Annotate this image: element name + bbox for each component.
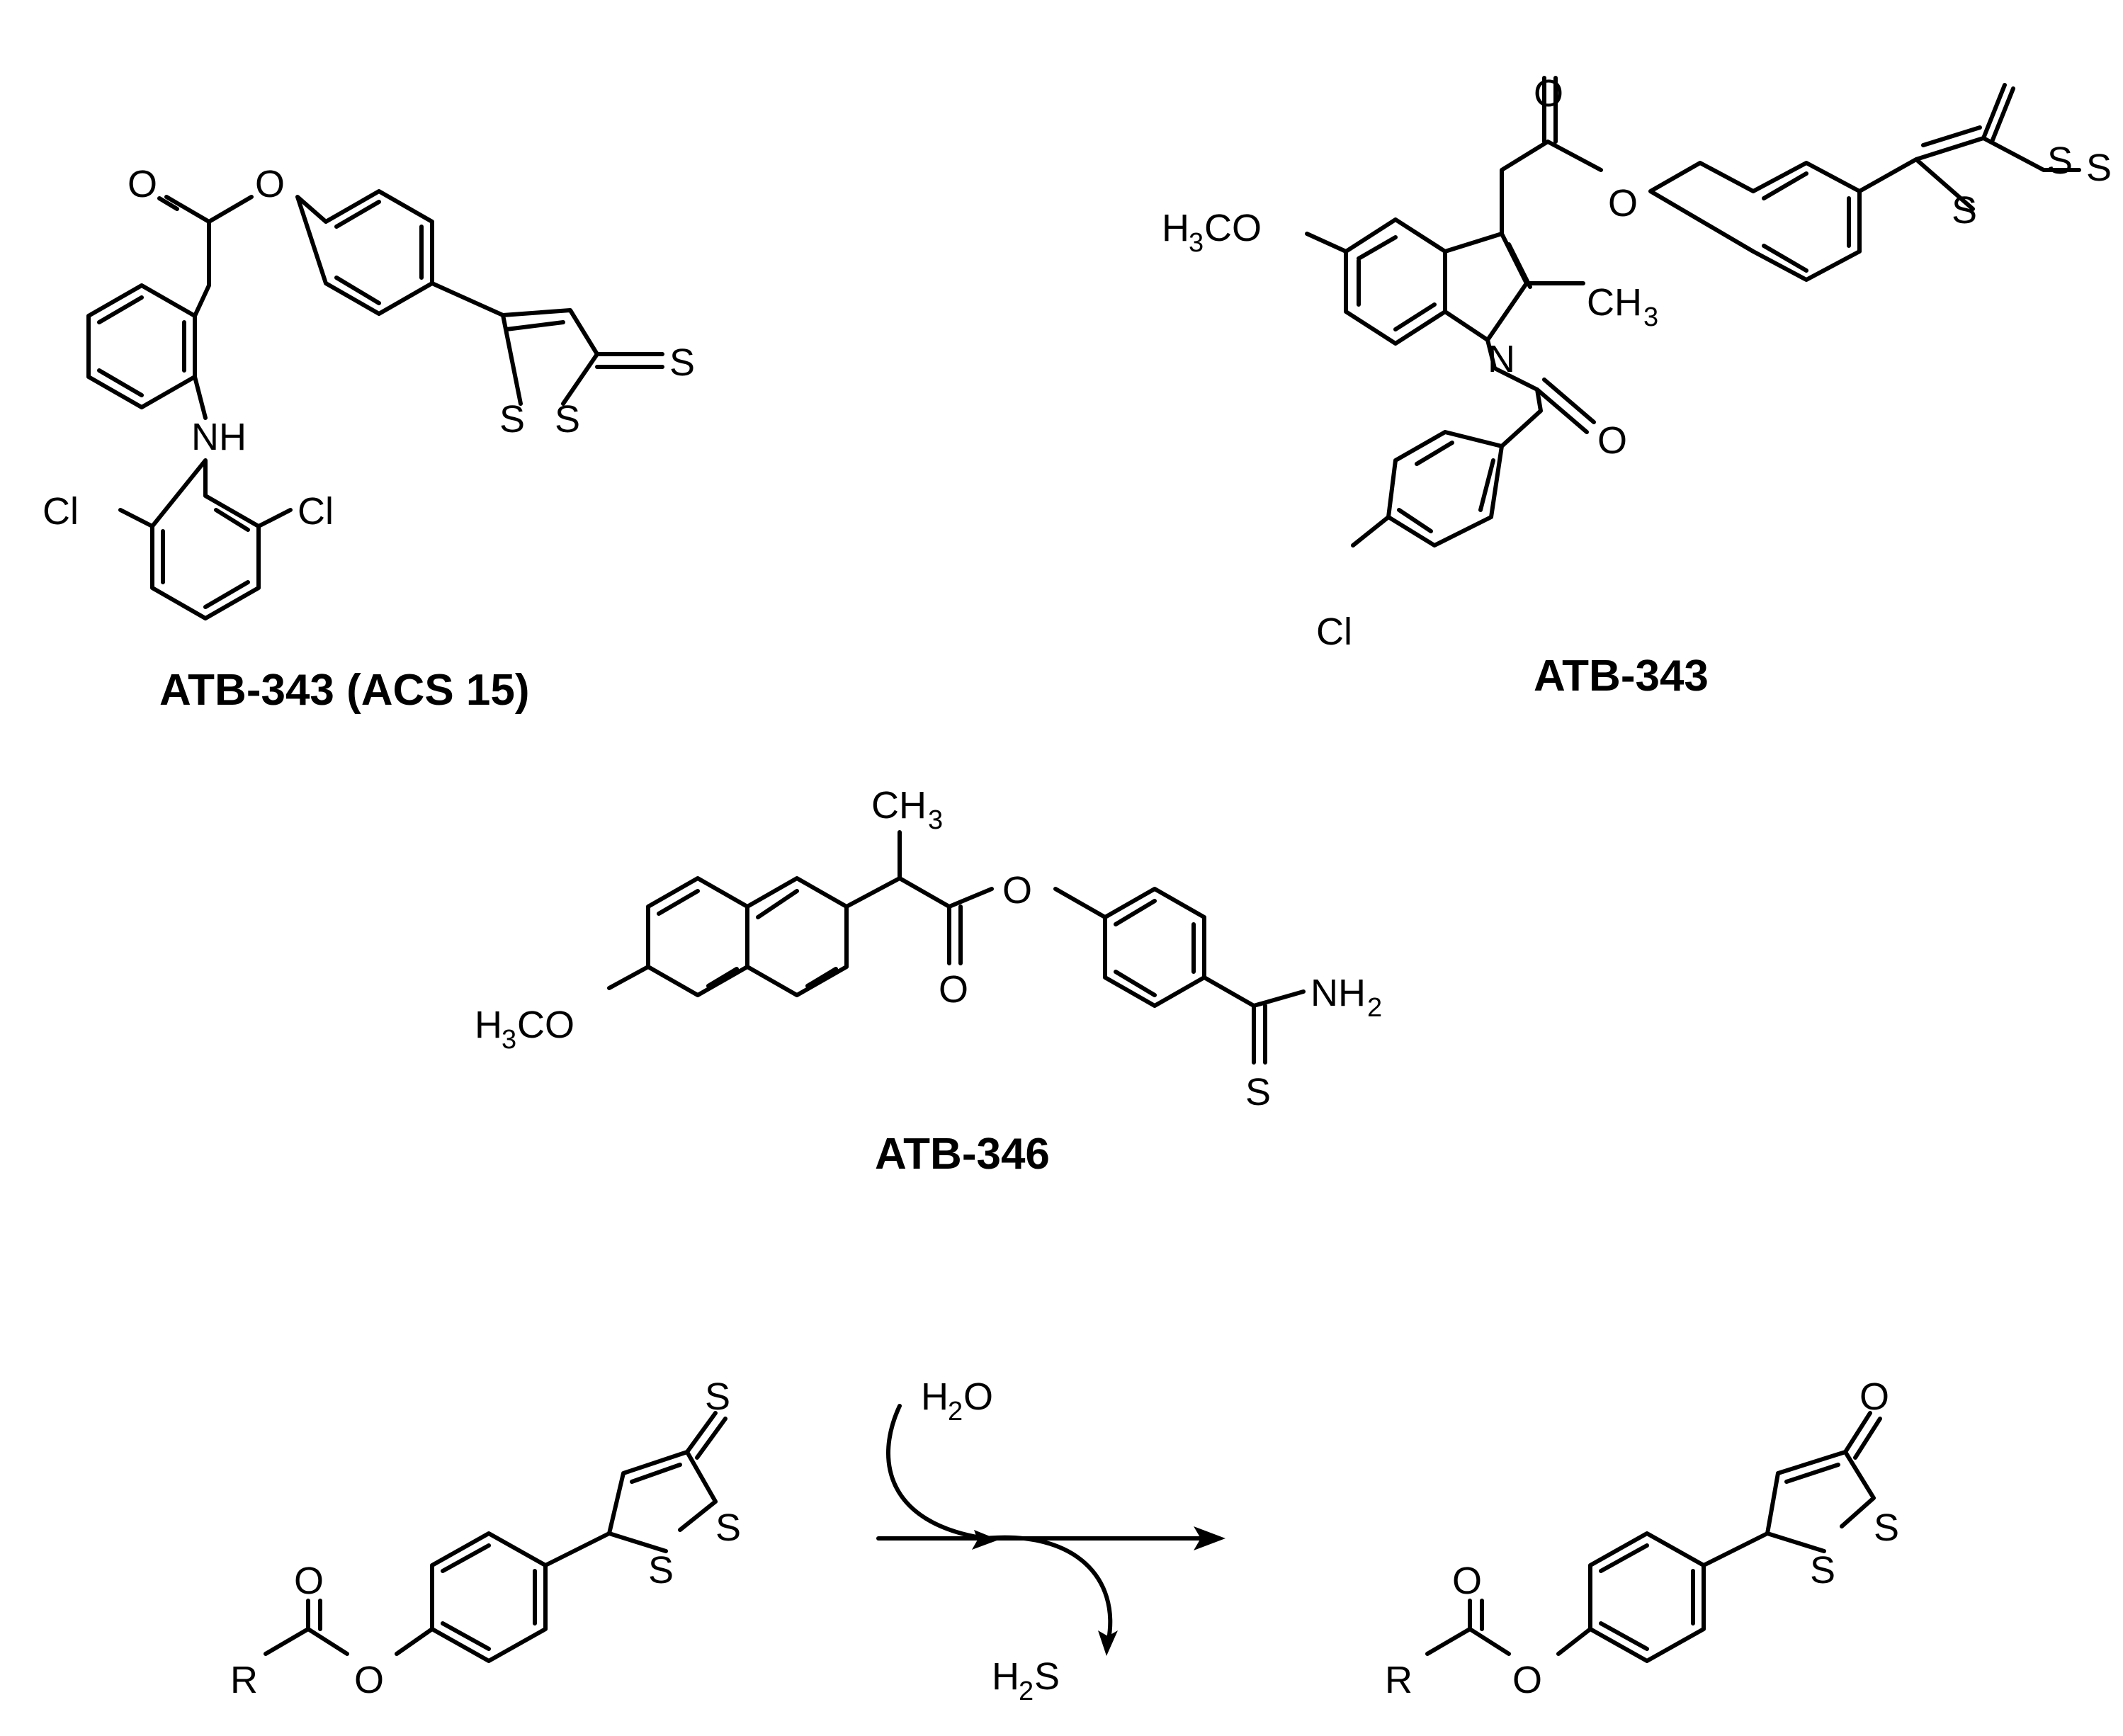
atom-methoxy-h: H bbox=[1162, 207, 1189, 249]
caption-atb343: ATB-343 bbox=[1534, 652, 1709, 700]
reagent-o: O bbox=[963, 1375, 993, 1418]
atom-cl-right: Cl bbox=[298, 490, 334, 533]
atom-s-thione: S bbox=[669, 341, 695, 384]
reactant-o-carbonyl: O bbox=[294, 1560, 324, 1602]
reaction-arrowhead bbox=[1194, 1526, 1225, 1550]
bond-network bbox=[86, 189, 664, 620]
reactant-s-thione: S bbox=[705, 1375, 730, 1418]
atom-methyl-c: CH bbox=[871, 784, 927, 827]
atom-methoxy-h-sub: 3 bbox=[1189, 228, 1204, 258]
reactant-s-ring-2: S bbox=[648, 1549, 674, 1592]
atom-s-ring-1: S bbox=[1952, 189, 1977, 232]
atom-s-ring-2: S bbox=[2047, 140, 2073, 182]
reactant-s-ring-1: S bbox=[715, 1507, 741, 1549]
reactant-bonds bbox=[264, 1411, 728, 1663]
atom-o-carbonyl: O bbox=[128, 163, 157, 205]
atom-s-ring-2: S bbox=[555, 398, 580, 441]
structure-atb346: CH 3 O O H 3 CO NH 2 S ATB-346 bbox=[475, 784, 1382, 1179]
byproduct-h: H bbox=[992, 1655, 1019, 1698]
bond-network bbox=[1305, 76, 2081, 548]
bond-network bbox=[607, 830, 1306, 1065]
atom-nh2-sub: 2 bbox=[1367, 993, 1382, 1023]
product-o-ester: O bbox=[1512, 1659, 1542, 1701]
atom-methoxy-h: H bbox=[475, 1004, 502, 1046]
atom-o-carbonyl: O bbox=[1534, 72, 1563, 115]
byproduct-h-sub: 2 bbox=[1019, 1677, 1034, 1706]
atom-methyl-sub: 3 bbox=[928, 805, 943, 835]
product-o-ketone: O bbox=[1859, 1375, 1889, 1418]
reagent-h-sub: 2 bbox=[948, 1397, 963, 1426]
product-s-ring-1: S bbox=[1874, 1507, 1899, 1549]
atom-s-thione: S bbox=[2086, 147, 2112, 189]
reaction-scheme: R O O S S S H 2 O H 2 S R O O O S S bbox=[230, 1375, 1899, 1706]
product-s-ring-2: S bbox=[1810, 1549, 1835, 1592]
reactant-r: R bbox=[230, 1659, 258, 1701]
product-o-carbonyl: O bbox=[1452, 1560, 1482, 1602]
h2s-curved-arrowhead bbox=[1098, 1630, 1118, 1656]
atom-methoxy-h-sub: 3 bbox=[502, 1025, 516, 1055]
product-r: R bbox=[1385, 1659, 1412, 1701]
atom-o-ester: O bbox=[255, 163, 285, 205]
atom-methyl-sub: 3 bbox=[1643, 302, 1658, 332]
reactant-o-ester: O bbox=[354, 1659, 384, 1701]
atom-s-thio: S bbox=[1245, 1071, 1271, 1113]
atom-nh2: NH bbox=[1310, 972, 1366, 1014]
byproduct-s: S bbox=[1034, 1655, 1060, 1698]
atom-o-carbonyl: O bbox=[939, 968, 968, 1011]
caption-atb343-acs15: ATB-343 (ACS 15) bbox=[159, 666, 530, 715]
atom-nh: NH bbox=[191, 416, 247, 458]
product-bonds bbox=[1425, 1411, 1882, 1663]
atom-methyl-c: CH bbox=[1587, 281, 1642, 324]
h2o-curved-arrow bbox=[886, 1404, 987, 1541]
atom-methoxy-co: CO bbox=[1204, 207, 1262, 249]
atom-o-ester: O bbox=[1608, 182, 1638, 225]
atom-methoxy-co: CO bbox=[517, 1004, 574, 1046]
structure-atb343-acs15: O O NH Cl Cl S S S ATB-343 (ACS 15) bbox=[43, 163, 695, 715]
atom-cl: Cl bbox=[1316, 611, 1352, 653]
atom-s-ring-1: S bbox=[499, 398, 525, 441]
caption-atb346: ATB-346 bbox=[875, 1130, 1050, 1179]
atom-n: N bbox=[1488, 338, 1515, 380]
atom-o-ester: O bbox=[1002, 869, 1032, 912]
atom-cl-left: Cl bbox=[43, 490, 79, 533]
reagent-h: H bbox=[921, 1375, 949, 1418]
atom-o-amide: O bbox=[1597, 419, 1627, 462]
h2s-curved-arrow bbox=[983, 1535, 1113, 1642]
structure-atb343: H 3 CO O O CH 3 N O Cl S S S ATB-343 bbox=[1162, 72, 2112, 700]
